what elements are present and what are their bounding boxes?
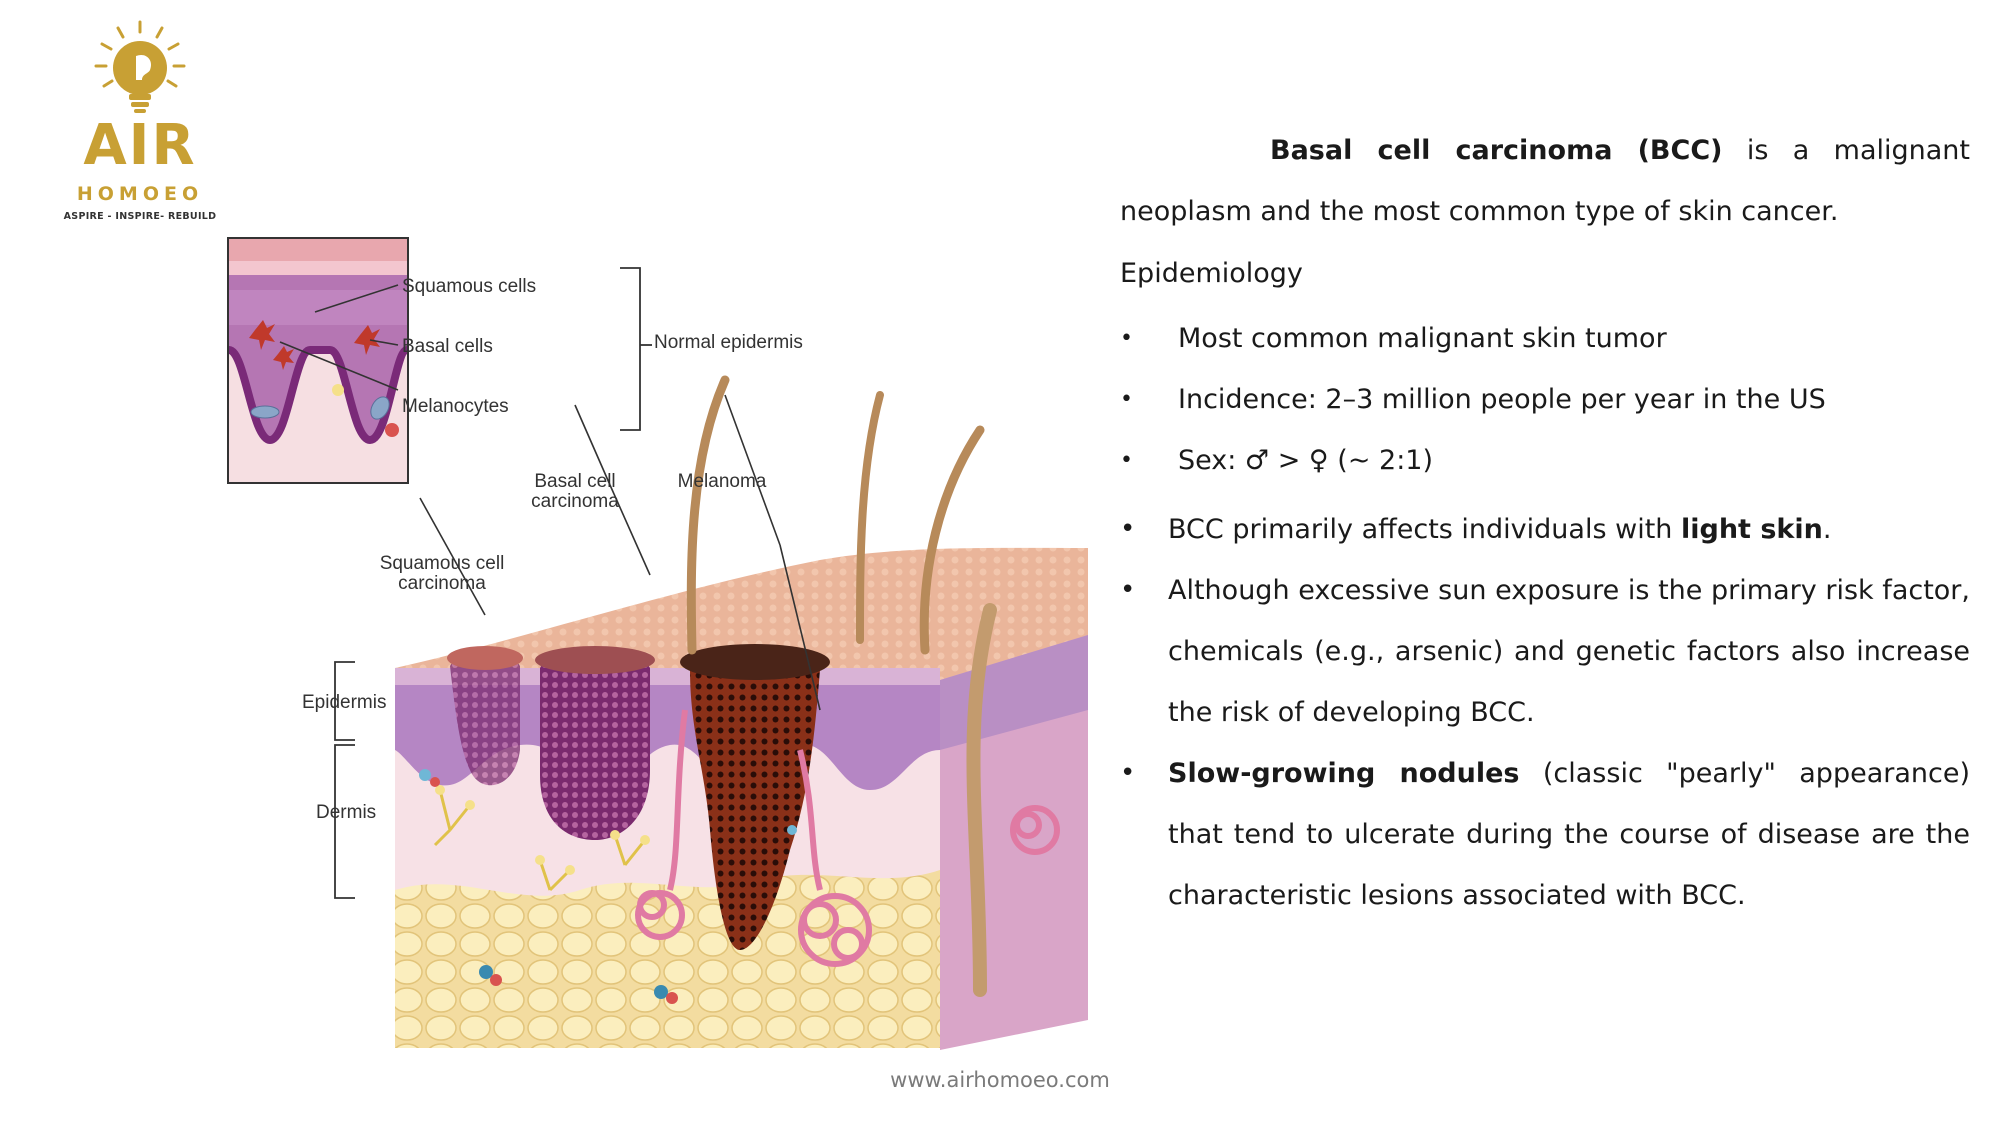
intro-bold: Basal cell carcinoma (BCC) (1270, 135, 1723, 166)
skin-cross-section (334, 375, 1088, 1050)
inset-normal-epidermis (227, 237, 652, 484)
logo-tagline: ASPIRE - INSPIRE- REBUILD (63, 211, 217, 222)
label-scc-line1: Squamous cell (380, 553, 505, 574)
intro-rest: is a malignant neoplasm and the most com… (1120, 135, 1970, 227)
bullet-dot: • (1120, 575, 1136, 605)
bullet-item: • Incidence: 2–3 million people per year… (1120, 377, 1970, 422)
bullet-text-2: Incidence: 2–3 million people per year i… (1178, 384, 1826, 415)
bullet-text-4-bold: light skin (1680, 514, 1823, 545)
bullet-text-3: Sex: ♂ > ♀ (~ 2:1) (1178, 445, 1434, 476)
label-epidermis: Epidermis (302, 692, 386, 713)
intro-paragraph: Basal cell carcinoma (BCC) is a malignan… (1120, 120, 1970, 242)
bullet-text-5: Although excessive sun exposure is the p… (1168, 575, 1970, 728)
bullet-dot: • (1120, 514, 1136, 544)
bullet-item: • Slow-growing nodules (classic "pearly"… (1120, 743, 1970, 926)
bullet-list: • Most common malignant skin tumor • Inc… (1120, 316, 1970, 926)
section-heading: Epidemiology (1120, 258, 1303, 289)
label-dermis: Dermis (316, 802, 376, 823)
label-normal-epidermis: Normal epidermis (654, 332, 803, 353)
text-content: Basal cell carcinoma (BCC) is a malignan… (1120, 120, 1970, 926)
bullet-dot: • (1120, 326, 1133, 351)
bullet-text-6-rest: (classic "pearly" appearance) that tend … (1168, 758, 1970, 911)
label-bcc-line1: Basal cell (534, 471, 615, 492)
logo-subname: HOMOEO (76, 183, 204, 205)
bullet-dot: • (1120, 758, 1136, 788)
label-melanoma: Melanoma (678, 471, 767, 492)
footer-url: www.airhomoeo.com (890, 1068, 1110, 1092)
label-squamous-cells: Squamous cells (402, 276, 536, 297)
logo-name: AIR (83, 113, 197, 178)
label-bcc-line2: carcinoma (531, 491, 619, 512)
logo: AIR HOMOEO ASPIRE - INSPIRE- REBUILD (55, 18, 225, 222)
label-melanocytes: Melanocytes (402, 396, 509, 417)
bullet-text-4-pre: BCC primarily affects individuals with (1168, 514, 1681, 545)
bullet-text-1: Most common malignant skin tumor (1178, 323, 1667, 354)
bullet-item: • Sex: ♂ > ♀ (~ 2:1) (1120, 438, 1970, 483)
lightbulb-head-icon (94, 20, 186, 113)
bullet-dot: • (1120, 387, 1133, 412)
bullet-item: • Although excessive sun exposure is the… (1120, 560, 1970, 743)
bullet-text-6-bold: Slow-growing nodules (1168, 758, 1520, 789)
bullet-dot: • (1120, 448, 1133, 473)
bullet-item: • Most common malignant skin tumor (1120, 316, 1970, 361)
skin-cancer-illustration: Squamous cells Basal cells Melanocytes N… (220, 230, 1090, 1050)
label-basal-cells: Basal cells (402, 336, 493, 357)
bullet-text-4-post: . (1822, 514, 1832, 545)
bullet-item: • BCC primarily affects individuals with… (1120, 499, 1970, 560)
label-scc-line2: carcinoma (398, 573, 486, 594)
